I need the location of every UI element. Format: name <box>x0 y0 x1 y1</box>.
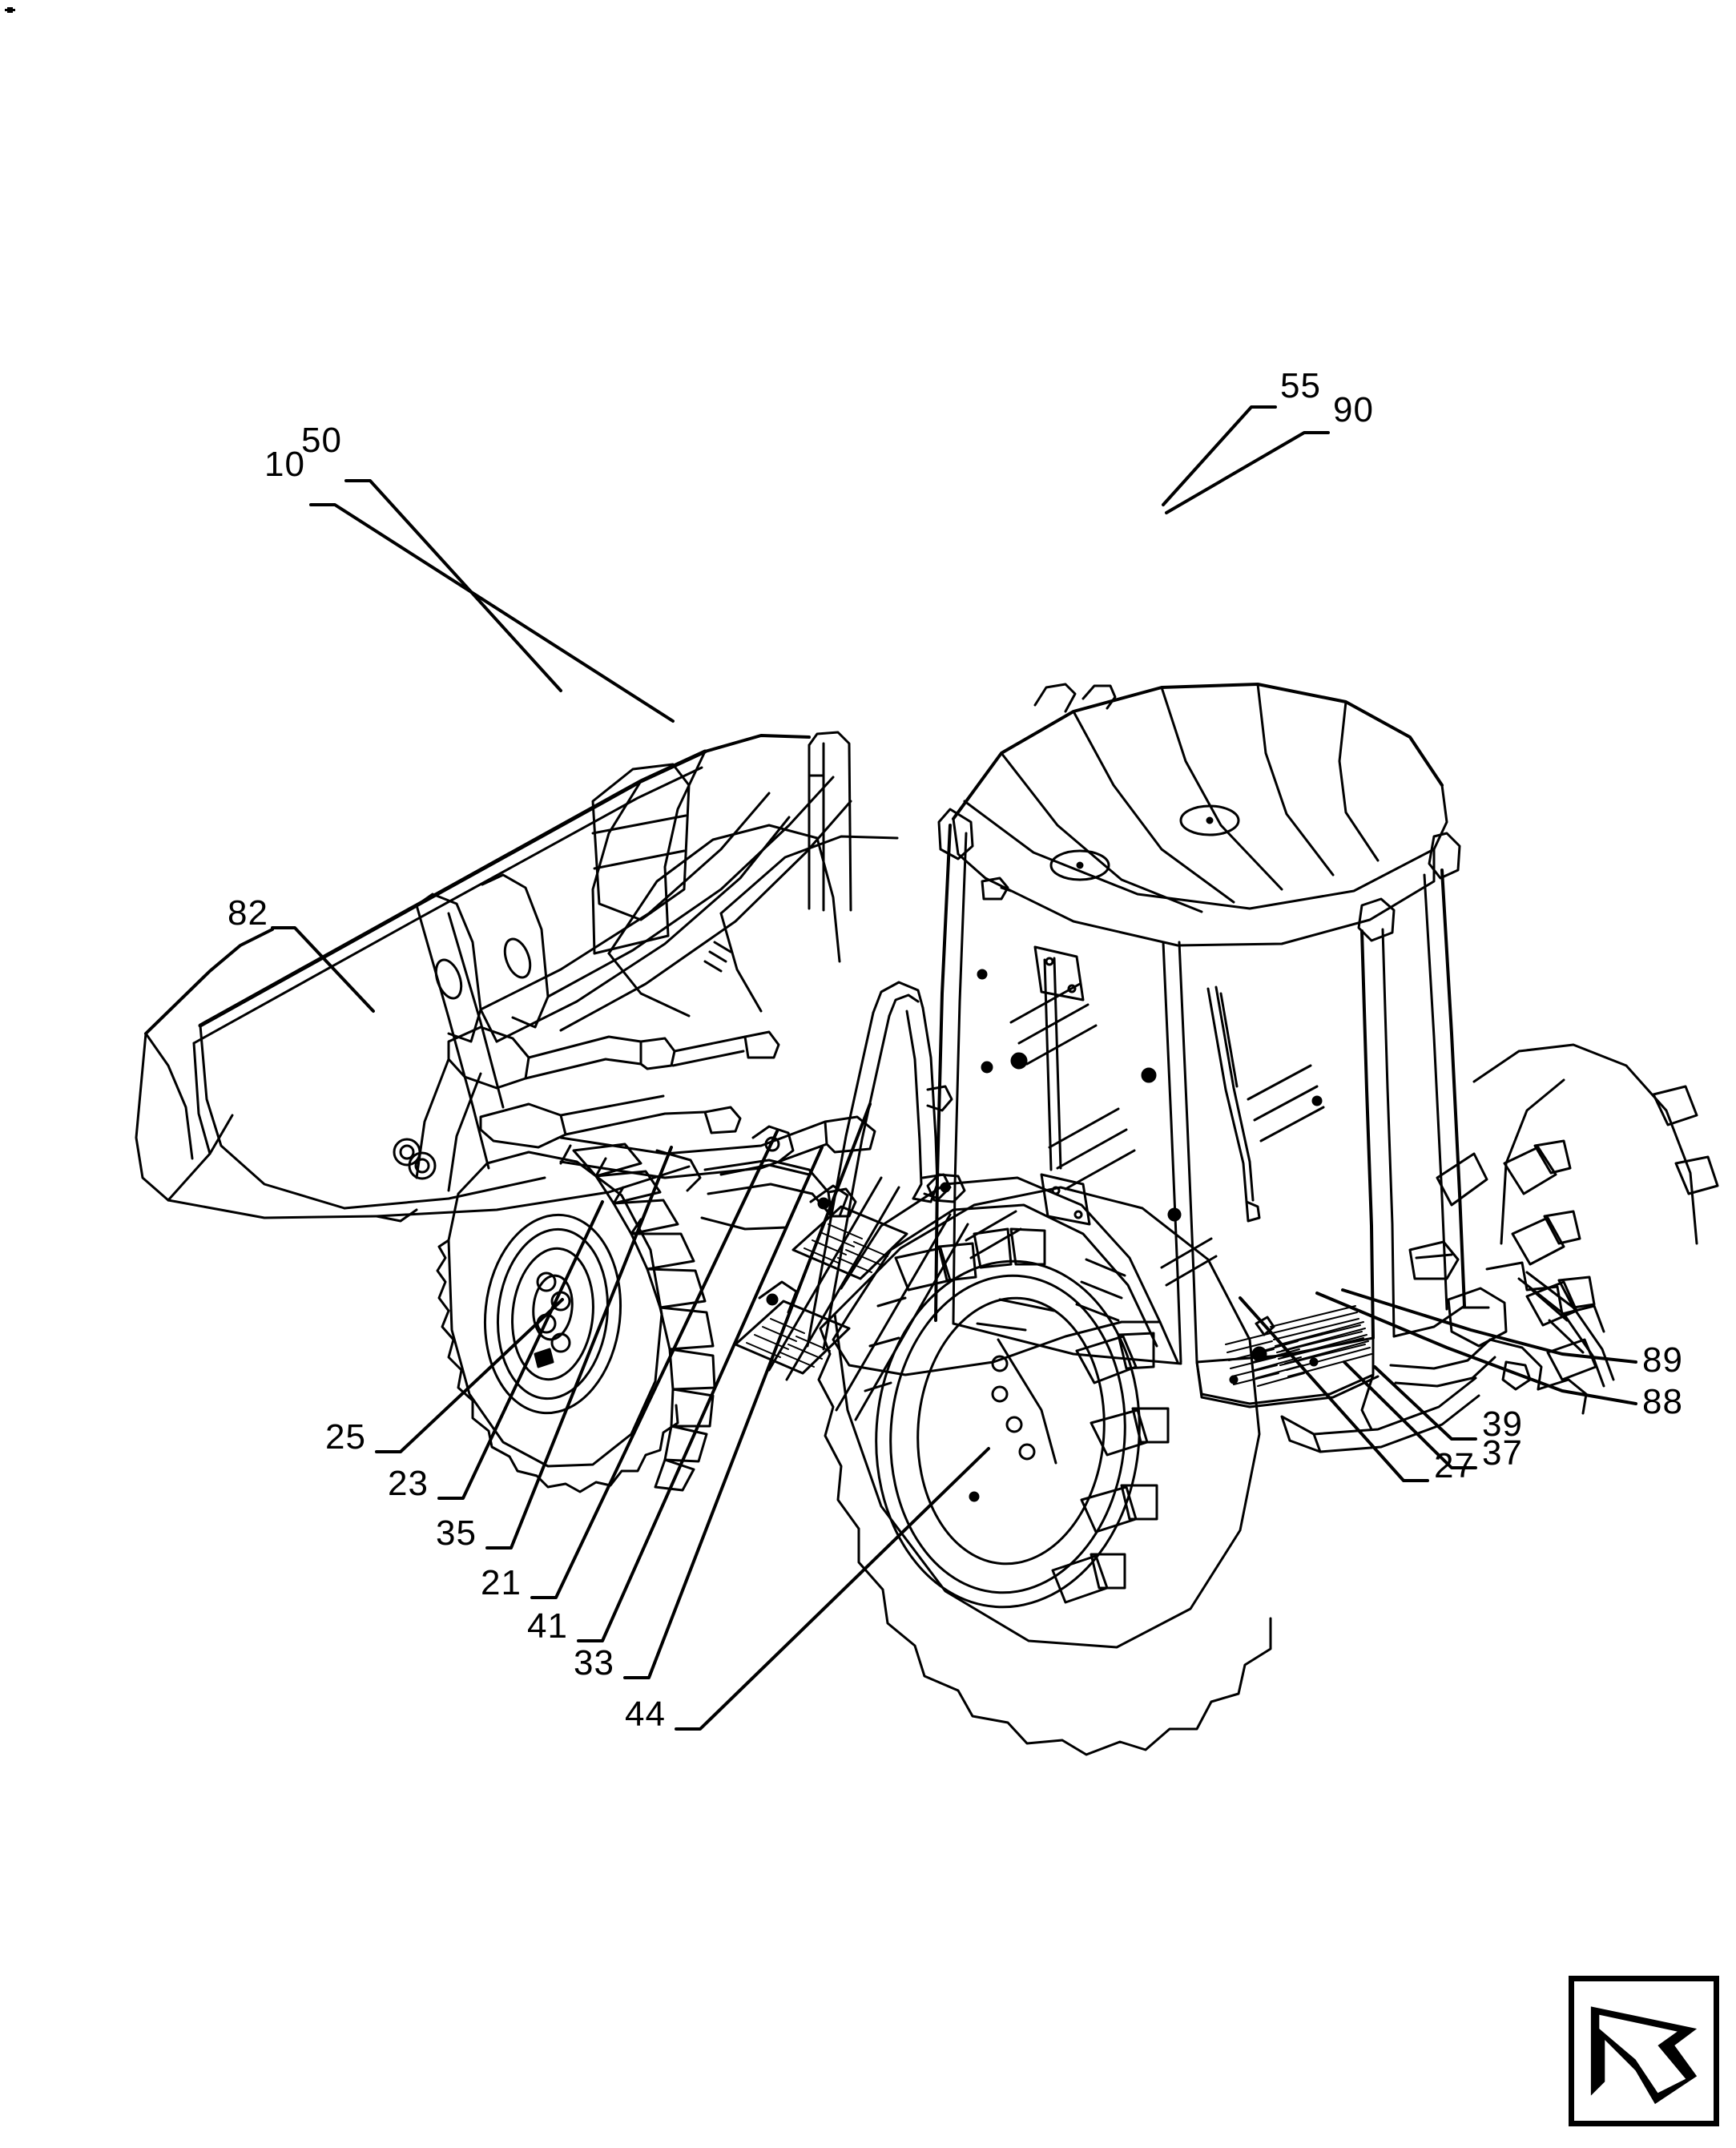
rear-fender <box>832 1173 1179 1376</box>
leader-82 <box>271 926 375 1013</box>
tractor-hood <box>607 824 899 1018</box>
leader-89 <box>1341 1288 1637 1364</box>
leader-23 <box>437 1200 604 1500</box>
rear-sill <box>1195 1305 1380 1408</box>
leader-21 <box>530 1130 779 1599</box>
leader-50 <box>344 479 562 692</box>
callout-label-23[interactable]: 23 <box>388 1464 429 1503</box>
cab-handrail <box>806 981 953 1351</box>
leader-88 <box>1315 1292 1637 1405</box>
right-rear-wheel <box>1436 1043 1719 1381</box>
leader-39 <box>1373 1365 1477 1441</box>
callout-label-82[interactable]: 82 <box>228 893 268 933</box>
callout-label-88[interactable]: 88 <box>1642 1382 1683 1421</box>
callout-label-41[interactable]: 41 <box>527 1606 568 1646</box>
leader-37 <box>1343 1360 1477 1469</box>
corner-registration-mark <box>5 7 15 13</box>
leader-33 <box>623 1102 872 1679</box>
rear-wheel <box>817 1186 1272 1756</box>
leader-25 <box>375 1298 564 1453</box>
leader-44 <box>675 1447 990 1731</box>
callout-label-25[interactable]: 25 <box>325 1417 366 1457</box>
leader-27 <box>1239 1296 1429 1482</box>
callout-label-10[interactable]: 10 <box>264 445 305 484</box>
callout-label-55[interactable]: 55 <box>1280 366 1321 405</box>
callout-label-39[interactable]: 39 <box>1482 1404 1523 1444</box>
arrow-cursor-logo <box>1569 1976 1719 2126</box>
callout-label-37[interactable]: 37 <box>1482 1433 1523 1473</box>
callout-label-35[interactable]: 35 <box>436 1513 477 1553</box>
callout-label-89[interactable]: 89 <box>1642 1340 1683 1380</box>
callout-label-44[interactable]: 44 <box>625 1695 666 1734</box>
arrow-logo-icon <box>1590 2006 1698 2105</box>
callout-label-33[interactable]: 33 <box>574 1643 614 1683</box>
loader-arms <box>415 734 876 1192</box>
callout-label-21[interactable]: 21 <box>481 1563 522 1602</box>
leader-55 <box>1162 405 1277 506</box>
callout-label-90[interactable]: 90 <box>1333 390 1374 429</box>
rear-hitch <box>1280 1240 1615 1453</box>
callout-label-50[interactable]: 50 <box>301 421 342 460</box>
front-wheel <box>436 1143 716 1493</box>
front-axle <box>655 1125 857 1231</box>
leader-35 <box>485 1146 673 1550</box>
cab-assembly <box>934 683 1466 1405</box>
leader-90 <box>1165 431 1330 514</box>
exhaust-stack <box>808 731 852 912</box>
leader-41 <box>577 1146 824 1642</box>
leader-10 <box>309 503 675 723</box>
callout-label-27[interactable]: 27 <box>1434 1446 1475 1485</box>
